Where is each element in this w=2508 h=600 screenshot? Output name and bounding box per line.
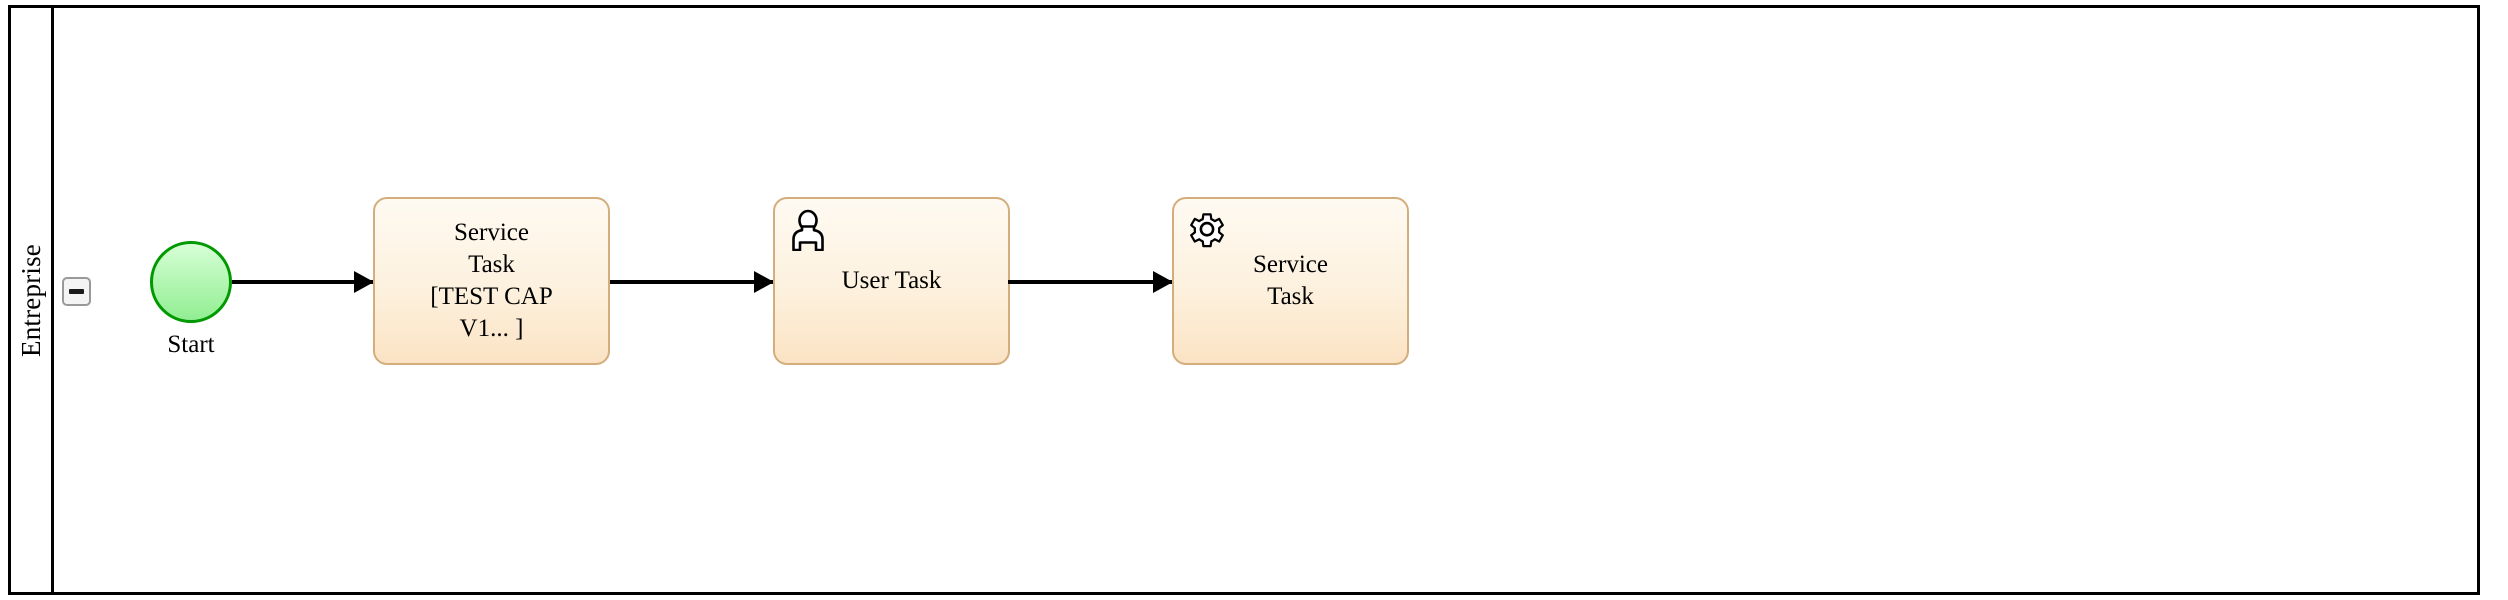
arrowhead-icon [1153,271,1173,293]
user-icon [787,209,829,252]
start-event[interactable] [150,241,232,323]
gear-icon [1186,209,1228,251]
sequence-flow-user-task-to-service-task[interactable] [1008,271,1173,293]
task-label: User Task [841,267,942,294]
arrowhead-icon [354,271,374,293]
task-label: Service Task [TEST CAP V1... ] [430,219,553,342]
start-event-label: Start [167,331,215,358]
task-label: Service Task [1253,251,1328,310]
sequence-flow-start-to-service-task[interactable] [232,271,374,293]
task-service-task[interactable]: Service Task [1172,197,1409,365]
sequence-flow-service-task-to-user-task[interactable] [610,271,774,293]
arrowhead-icon [754,271,774,293]
lane-header[interactable]: Entreprise [11,8,54,592]
minus-icon [69,289,84,294]
lane-title: Entreprise [15,243,46,357]
task-user-task[interactable]: User Task [773,197,1010,365]
task-service-task-test-cap[interactable]: Service Task [TEST CAP V1... ] [373,197,610,365]
pool-entreprise[interactable]: Entreprise [8,5,2480,595]
collapse-lane-button[interactable] [62,277,91,306]
